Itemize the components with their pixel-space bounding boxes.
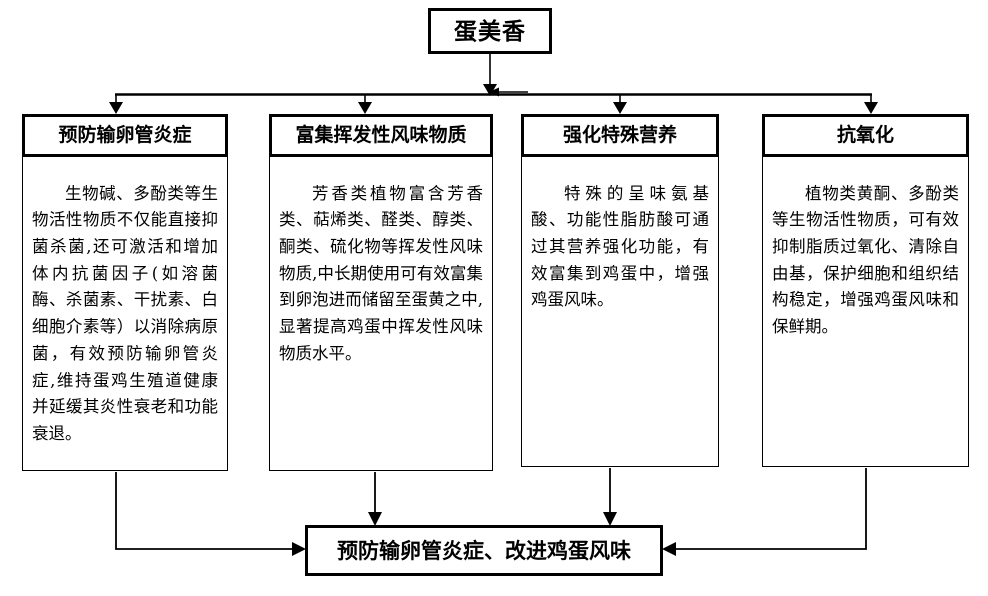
branch-3-header: 强化特殊营养 [521,114,719,157]
branch-4-body: 植物类黄酮、多酚类等生物活性物质，可有效抑制脂质过氧化、清除自由基，保护细胞和组… [762,157,969,467]
branch-2-body-text: 芳香类植物富含芳香类、萜烯类、醛类、醇类、酮类、硫化物等挥发性风味物质,中长期使… [279,183,483,363]
edge-branch-3-to-outcome [603,468,617,526]
branch-node-3: 强化特殊营养 特殊的呈味氨基酸、功能性脂肪酸可通过其营养强化功能，有效富集到鸡蛋… [521,114,719,467]
branch-4-header: 抗氧化 [762,114,969,157]
branch-4-body-text: 植物类黄酮、多酚类等生物活性物质，可有效抑制脂质过氧化、清除自由基，保护细胞和组… [772,183,959,337]
edge-bus-to-branch-2 [358,95,372,114]
edge-bus-to-branch-1 [109,95,123,114]
edge-branch-1-to-outcome [115,472,306,556]
outcome-node-label: 预防输卵管炎症、改进鸡蛋风味 [337,538,631,563]
root-node: 蛋美香 [428,8,552,54]
edge-branch-4-to-outcome [662,468,867,556]
edge-root-to-bus [483,54,528,97]
branch-3-body: 特殊的呈味氨基酸、功能性脂肪酸可通过其营养强化功能，有效富集到鸡蛋中，增强鸡蛋风… [521,157,719,467]
branch-2-header: 富集挥发性风味物质 [269,114,493,157]
branch-4-header-label: 抗氧化 [836,124,894,146]
branch-node-1: 预防输卵管炎症 生物碱、多酚类等生物活性物质不仅能直接抑菌杀菌,还可激活和增加体… [22,114,228,471]
branch-3-header-label: 强化特殊营养 [562,124,677,146]
outcome-node: 预防输卵管炎症、改进鸡蛋风味 [305,525,663,576]
edge-branch-2-to-outcome [368,472,382,526]
branch-2-body: 芳香类植物富含芳香类、萜烯类、醛类、醇类、酮类、硫化物等挥发性风味物质,中长期使… [269,157,493,471]
branch-node-2: 富集挥发性风味物质 芳香类植物富含芳香类、萜烯类、醛类、醇类、酮类、硫化物等挥发… [269,114,493,471]
edge-bus-to-branch-3 [613,95,627,114]
branch-1-header-label: 预防输卵管炎症 [58,124,192,146]
branch-1-header: 预防输卵管炎症 [22,114,228,157]
root-node-label: 蛋美香 [454,17,526,45]
branch-2-header-label: 富集挥发性风味物质 [295,124,467,146]
branch-1-body: 生物碱、多酚类等生物活性物质不仅能直接抑菌杀菌,还可激活和增加体内抗菌因子(如溶… [22,157,228,471]
branch-1-body-text: 生物碱、多酚类等生物活性物质不仅能直接抑菌杀菌,还可激活和增加体内抗菌因子(如溶… [32,183,218,443]
branch-node-4: 抗氧化 植物类黄酮、多酚类等生物活性物质，可有效抑制脂质过氧化、清除自由基，保护… [762,114,969,467]
branch-3-body-text: 特殊的呈味氨基酸、功能性脂肪酸可通过其营养强化功能，有效富集到鸡蛋中，增强鸡蛋风… [531,183,709,310]
edge-bus-to-branch-4 [864,95,878,114]
